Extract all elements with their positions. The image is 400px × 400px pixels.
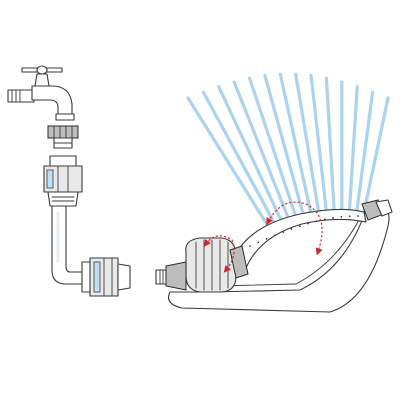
nozzle-hole [298,225,301,228]
water-jet [355,90,375,215]
water-jet [278,72,314,222]
nozzle-hole [315,220,318,223]
nozzle-hole [348,215,351,218]
nozzle-hole [357,215,359,217]
water-jet [324,76,337,218]
nozzle-hole [307,222,310,225]
nozzle-hole [290,228,293,230]
nozzle-hole [249,245,251,247]
water-jet [232,80,292,225]
tap-connector [47,125,79,149]
water-jet [247,76,300,224]
nozzle-hole [323,218,326,221]
water-tap [7,65,75,121]
nozzle-hole [282,231,285,233]
water-jet [362,96,390,214]
water-jet [347,85,359,216]
water-jet [201,90,277,227]
water-jet [263,73,307,223]
oscillating-sprinkler [155,199,393,313]
water-jet [294,72,322,221]
hose-connector [43,155,83,207]
dial-rotation-arrow [203,235,235,273]
water-jet [217,85,285,226]
nozzle-hole [257,241,260,244]
nozzle-hole [265,237,268,240]
sprinkler-connector [81,257,131,297]
water-jet [309,73,329,219]
nozzle-hole [274,234,276,237]
water-jet [186,96,270,228]
garden-hose [51,205,85,285]
nozzle-hole [340,215,343,218]
nozzle-hole [332,217,334,219]
arm-rotation-arrow [266,201,323,256]
rotation-arrows [203,201,323,273]
water-spray [186,72,390,228]
